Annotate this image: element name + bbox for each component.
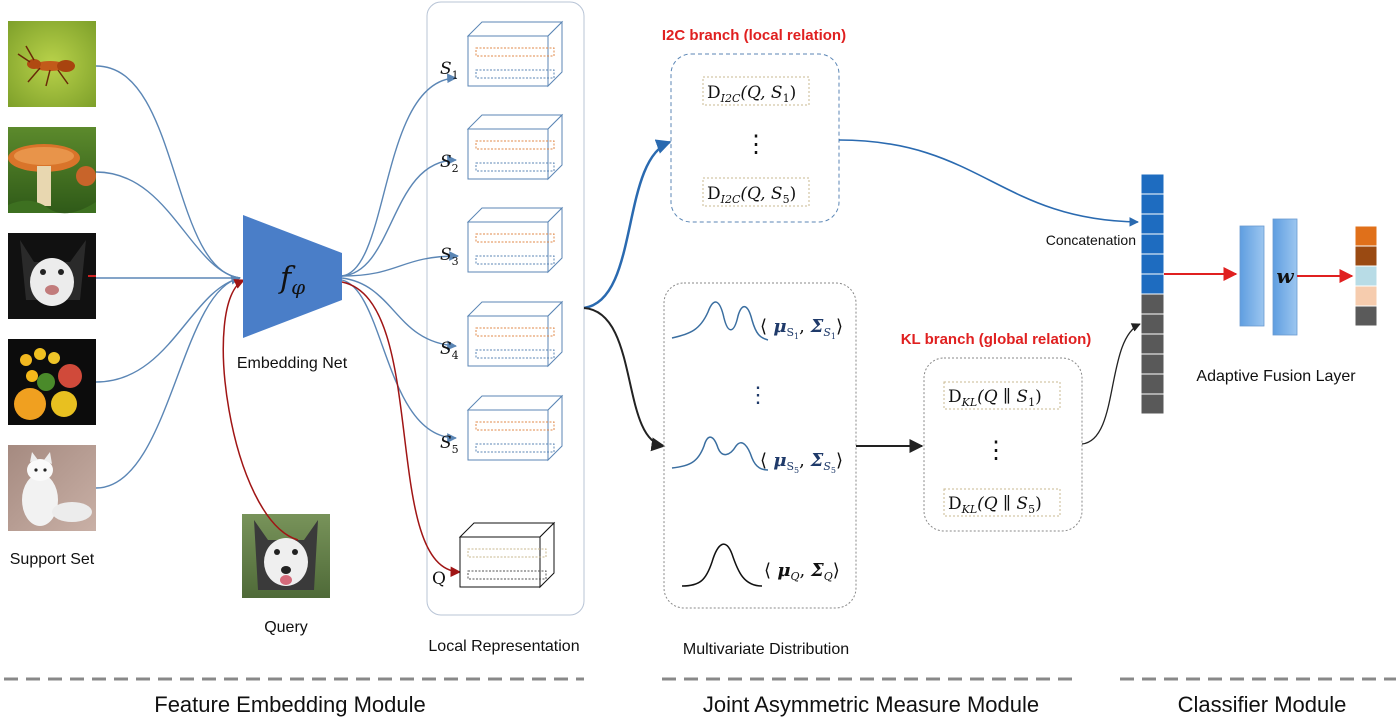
embedding-to-query-rep-arrow	[341, 281, 462, 577]
query-label: Query	[264, 619, 308, 636]
i2c-ellipsis: ⋮	[744, 130, 768, 158]
support-to-embedding-connectors	[95, 65, 241, 489]
local-rep-label-5: S5	[440, 433, 459, 456]
local-representation-label: Local Representation	[428, 638, 579, 655]
support-image-arctic-fox	[8, 445, 96, 531]
kl-ellipsis: ⋮	[984, 436, 1008, 464]
local-rep-label-1: S1	[440, 59, 459, 82]
adaptive-fusion-layer-label: Adaptive Fusion Layer	[1196, 368, 1356, 385]
i2c-first-formula: DI2C(Q, S1)	[702, 76, 810, 106]
concatenation-label: Concatenation	[1046, 232, 1136, 248]
concatenation-vector	[1140, 173, 1165, 415]
support-image-husky	[8, 233, 96, 319]
concat-cell	[1140, 233, 1165, 255]
fusion-weight-label: w	[1276, 264, 1294, 288]
svg-text:DI2C(Q, S1): DI2C(Q, S1)	[707, 83, 796, 105]
output-cell	[1354, 265, 1378, 287]
i2c-to-concat-arrow	[838, 139, 1139, 227]
query-rep-label: Q	[432, 569, 446, 589]
query-image-husky	[242, 514, 330, 598]
kl-first-formula: DKL(Q ∥ S1)	[943, 381, 1061, 410]
joint-asymmetric-measure-module-label: Joint Asymmetric Measure Module	[703, 692, 1039, 717]
local-rep-label-4: S4	[440, 339, 459, 362]
concat-cell	[1140, 173, 1165, 195]
embedding-to-local-connectors	[341, 73, 459, 443]
fusion-layer-bar-left	[1239, 225, 1265, 327]
query-rep-cube	[458, 521, 556, 589]
support-5-density-curve	[671, 436, 769, 471]
distribution-ellipsis: ⋮	[747, 383, 769, 408]
svg-text:DKL(Q ∥ S1): DKL(Q ∥ S1)	[948, 387, 1042, 409]
query-density-curve	[681, 543, 763, 587]
i2c-branch-box	[670, 53, 840, 223]
local-rep-cube-2	[466, 113, 564, 181]
local-rep-cube-4	[466, 300, 564, 368]
concat-cell	[1140, 353, 1165, 375]
output-cell	[1354, 305, 1378, 327]
kl-branch-box	[923, 357, 1083, 532]
concat-cell	[1140, 313, 1165, 335]
output-cell	[1354, 225, 1378, 247]
local-rep-label-3: S3	[440, 245, 459, 268]
local-rep-label-2: S2	[440, 152, 459, 175]
query-distribution-params: ⟨ μQ, ΣQ⟩	[764, 560, 840, 583]
concat-cell	[1140, 193, 1165, 215]
kl-to-concat-arrow	[1081, 323, 1141, 445]
kl-branch-title: KL branch (global relation)	[901, 331, 1092, 348]
concat-cell	[1140, 253, 1165, 275]
query-to-embedding-arrow	[222, 279, 299, 541]
output-vector	[1354, 225, 1378, 327]
concat-cell	[1140, 293, 1165, 315]
to-i2c-branch-arrow	[583, 139, 672, 310]
i2c-last-formula: DI2C(Q, S5)	[702, 177, 810, 207]
local-rep-cube-1	[466, 20, 564, 88]
kl-last-formula: DKL(Q ∥ S5)	[943, 488, 1061, 517]
support-1-distribution-params: ⟨ μS1, ΣS1⟩	[760, 316, 843, 341]
support-image-citrus	[8, 339, 96, 425]
local-rep-cube-3	[466, 206, 564, 274]
support-set-label: Support Set	[10, 551, 95, 568]
concat-cell	[1140, 393, 1165, 415]
output-cell	[1354, 245, 1378, 267]
concat-cell	[1140, 273, 1165, 295]
concat-cell	[1140, 213, 1165, 235]
embedding-net-label: Embedding Net	[237, 355, 348, 372]
to-distribution-arrow	[583, 307, 666, 452]
support-image-ant	[8, 21, 96, 107]
support-5-distribution-params: ⟨ μS5, ΣS5⟩	[760, 450, 843, 475]
fusion-layer-bar-right	[1272, 218, 1298, 336]
embedding-net-trapezoid	[243, 215, 342, 338]
classifier-module-label: Classifier Module	[1178, 692, 1347, 717]
multivariate-distribution-label: Multivariate Distribution	[683, 641, 849, 658]
feature-embedding-module-label: Feature Embedding Module	[154, 692, 426, 717]
local-rep-cube-5	[466, 394, 564, 462]
svg-text:DKL(Q ∥ S5): DKL(Q ∥ S5)	[948, 494, 1042, 516]
i2c-branch-title: I2C branch (local relation)	[662, 27, 846, 44]
support-1-density-curve	[671, 301, 769, 341]
support-image-mushroom	[8, 127, 96, 214]
concat-cell	[1140, 333, 1165, 355]
svg-text:DI2C(Q, S5): DI2C(Q, S5)	[707, 184, 796, 206]
concat-cell	[1140, 373, 1165, 395]
output-cell	[1354, 285, 1378, 307]
